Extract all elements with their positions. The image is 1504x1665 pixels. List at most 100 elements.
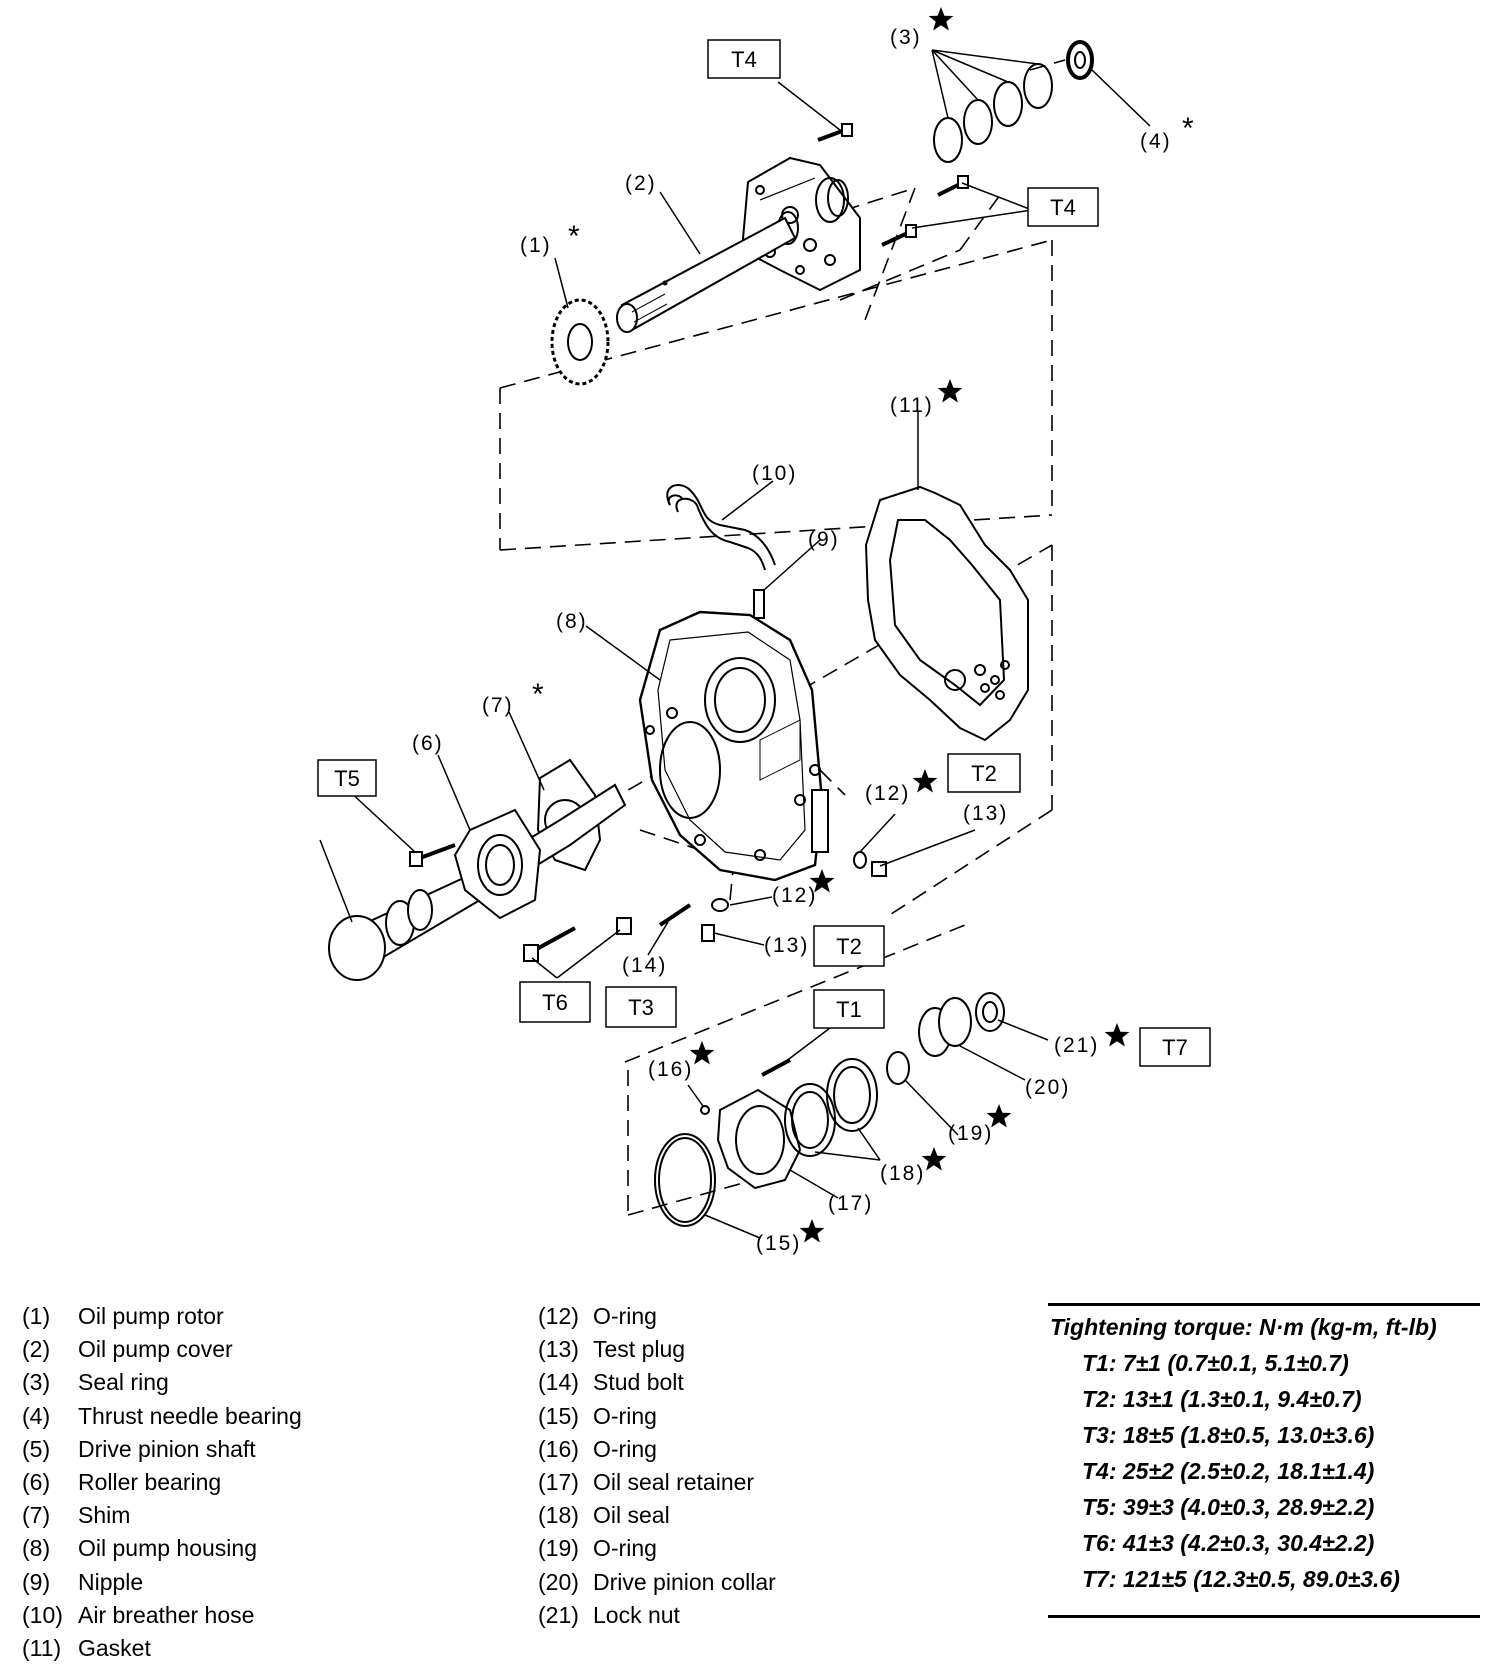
legend-num: (21)	[538, 1601, 579, 1628]
legend-name: O-ring	[593, 1402, 657, 1429]
torque-item: T4: 25±2 (2.5±0.2, 18.1±1.4)	[1082, 1458, 1375, 1484]
legend-name: Oil pump cover	[78, 1336, 233, 1363]
box-t3: T3	[628, 995, 654, 1020]
legend-num: (4)	[22, 1402, 51, 1429]
tightening-torque-table: Tightening torque: N·m (kg-m, ft-lb) T1:…	[1048, 1303, 1480, 1618]
legend-num: (17)	[538, 1469, 579, 1496]
legend-item: (10)Air breather hose	[22, 1599, 302, 1632]
callout-18: (18)	[880, 1162, 925, 1185]
o-ring-19	[886, 1051, 910, 1085]
callout-21: (21)	[1054, 1034, 1099, 1057]
legend-name: Drive pinion shaft	[78, 1435, 256, 1462]
torque-item: T6: 41±3 (4.2±0.3, 30.4±2.2)	[1082, 1530, 1375, 1556]
legend-num: (2)	[22, 1336, 51, 1363]
bolt-t6	[523, 926, 576, 962]
legend-num: (12)	[538, 1303, 579, 1329]
o-ring-12-right	[853, 851, 867, 869]
callout-20: (20)	[1025, 1076, 1070, 1099]
box-t6: T6	[542, 990, 568, 1015]
roller-bearing	[453, 808, 542, 920]
callout-7: (7)	[482, 694, 514, 717]
legend-name: Stud bolt	[593, 1369, 684, 1396]
air-breather-hose	[666, 484, 776, 571]
legend-name: Lock nut	[593, 1601, 680, 1628]
torque-item: T3: 18±5 (1.8±0.5, 13.0±3.6)	[1082, 1422, 1375, 1448]
legend-num: (7)	[22, 1502, 51, 1529]
nipple	[753, 589, 765, 619]
legend-name: Oil seal retainer	[593, 1469, 755, 1496]
leader-lines	[319, 49, 1151, 1239]
callout-15: (15)	[756, 1232, 801, 1255]
legend-item: (14)Stud bolt	[538, 1366, 776, 1399]
svg-text:*: *	[568, 220, 580, 253]
callout-19: (19)	[948, 1122, 993, 1145]
legend-name: Test plug	[593, 1336, 686, 1363]
legend-num: (19)	[538, 1535, 579, 1562]
oil-pump-cover	[740, 156, 861, 292]
legend-name: Oil pump rotor	[78, 1303, 224, 1329]
svg-text:*: *	[532, 678, 544, 711]
legend-name: Air breather hose	[78, 1601, 255, 1628]
legend-item: (13)Test plug	[538, 1333, 776, 1366]
legend-num: (8)	[22, 1535, 51, 1562]
torque-boxes	[317, 39, 1211, 1067]
bottom-rule	[1048, 1615, 1480, 1618]
legend-item: (11)Gasket	[22, 1632, 302, 1665]
box-t4-right: T4	[1050, 195, 1076, 220]
torque-heading: Tightening torque: N·m (kg-m, ft-lb)	[1050, 1314, 1437, 1340]
callout-10: (10)	[752, 462, 797, 485]
legend-num: (16)	[538, 1435, 579, 1462]
torque-item: T2: 13±1 (1.3±0.1, 9.4±0.7)	[1082, 1386, 1362, 1412]
oil-seal-retainer	[716, 1088, 802, 1190]
legend-name: O-ring	[593, 1535, 657, 1562]
callout-2: (2)	[625, 172, 657, 195]
drive-pinion-collar	[918, 997, 972, 1057]
callout-12-right: (12)	[865, 782, 910, 805]
legend-name: Gasket	[78, 1635, 151, 1662]
oil-pump-rotor	[550, 298, 610, 386]
asterisk-markers: * * *	[532, 112, 1194, 711]
legend-item: (2) Oil pump cover	[22, 1333, 302, 1366]
legend-num: (9)	[22, 1568, 51, 1595]
legend-num: (6)	[22, 1469, 51, 1496]
box-t7: T7	[1162, 1035, 1188, 1060]
callout-1: (1)	[520, 234, 552, 257]
legend-item: (20)Drive pinion collar	[538, 1566, 776, 1599]
callout-6: (6)	[412, 732, 444, 755]
o-ring-16	[700, 1105, 710, 1115]
box-t2-mid: T2	[836, 934, 862, 959]
torque-item: T7: 121±5 (12.3±0.5, 89.0±3.6)	[1082, 1566, 1400, 1592]
box-t1: T1	[836, 997, 862, 1022]
legend-name: Thrust needle bearing	[78, 1402, 302, 1429]
callout-4: (4)	[1140, 130, 1172, 153]
bolt-t5	[409, 843, 456, 867]
bolt-t1	[761, 1058, 791, 1077]
parts-legend-col1: (1) Oil pump rotor (2) Oil pump cover (3)S…	[22, 1300, 302, 1665]
box-t5: T5	[334, 766, 360, 791]
svg-text:*: *	[1182, 112, 1194, 145]
legend-item: (16) O-ring	[538, 1433, 776, 1466]
callout-16: (16)	[648, 1058, 693, 1081]
legend-name: Shim	[78, 1502, 131, 1529]
callout-13-right: (13)	[963, 802, 1008, 825]
legend-name: Drive pinion collar	[593, 1568, 776, 1595]
callout-13-lower: (13)	[764, 934, 809, 957]
legend-item: (3)Seal ring	[22, 1366, 302, 1399]
drive-shaft	[616, 216, 797, 333]
legend-item: (5)Drive pinion shaft	[22, 1433, 302, 1466]
bolt-t4-top	[817, 123, 853, 142]
legend-name: Oil seal	[593, 1502, 670, 1529]
legend-item: (4) Thrust needle bearing	[22, 1400, 302, 1433]
legend-name: Nipple	[78, 1568, 144, 1595]
legend-num: (1)	[22, 1303, 51, 1329]
legend-item: (18)Oil seal	[538, 1499, 776, 1532]
callout-8: (8)	[556, 610, 588, 633]
nut-t6	[616, 917, 632, 935]
legend-item: (19) O-ring	[538, 1532, 776, 1565]
callout-17: (17)	[828, 1192, 873, 1215]
lock-nut	[975, 992, 1005, 1032]
thrust-needle-bearing	[1066, 40, 1094, 80]
legend-item: (15)O-ring	[538, 1400, 776, 1433]
oil-pump-housing	[638, 610, 829, 882]
legend-name: O-ring	[593, 1435, 657, 1462]
